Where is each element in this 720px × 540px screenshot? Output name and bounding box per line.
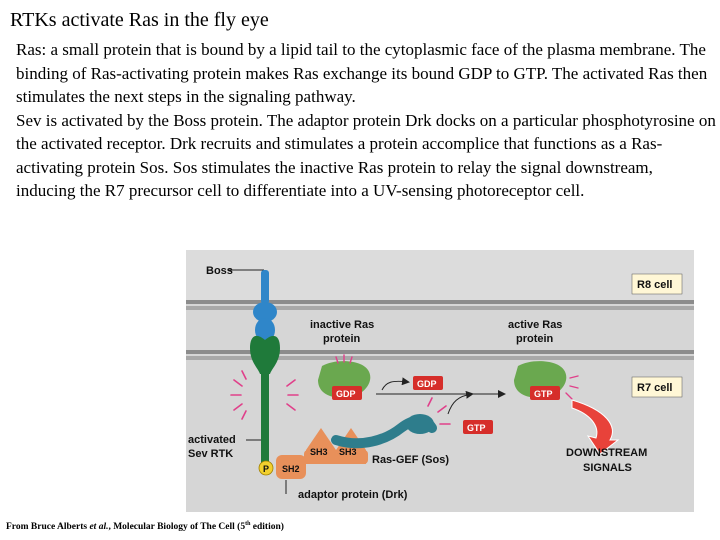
inactive-ras-activation-ticks xyxy=(335,354,353,364)
sos-activation-ticks xyxy=(427,397,451,425)
sh3-label-a: SH3 xyxy=(310,447,328,457)
boss-label: Boss xyxy=(206,265,233,277)
r8-membrane xyxy=(186,300,694,310)
inactive-ras-label-line2: protein xyxy=(323,333,361,345)
citation-prefix: From Bruce Alberts xyxy=(6,522,90,533)
sev-activation-paragraph: Sev is activated by the Boss protein. Th… xyxy=(16,110,716,201)
active-ras-label-line1: active Ras xyxy=(508,319,562,331)
gdp-released-label: GDP xyxy=(417,379,437,389)
activated-sev-label-line1: activated xyxy=(188,434,236,446)
gtp-incoming-badge xyxy=(463,420,493,434)
citation-etal: et al. xyxy=(89,522,109,533)
activated-sev-label-line2: Sev RTK xyxy=(188,448,233,460)
receptor-activation-ticks xyxy=(230,370,299,420)
gdp-bound-label: GDP xyxy=(336,389,356,399)
citation-sup: th xyxy=(245,521,251,527)
figure-citation: From Bruce Alberts et al., Molecular Bio… xyxy=(6,518,284,533)
sev-receptor xyxy=(250,335,280,465)
gtp-bind-arrow xyxy=(447,390,474,415)
active-ras-activation-ticks xyxy=(565,375,579,400)
slide-title: RTKs activate Ras in the fly eye xyxy=(10,9,269,31)
downstream-label-line2: SIGNALS xyxy=(583,462,632,474)
citation-middle: , Molecular Biology of The Cell (5 xyxy=(108,522,246,533)
ras-pathway-figure: Boss activated Sev RTK P xyxy=(186,250,694,512)
r8-cell-label: R8 cell xyxy=(637,279,672,291)
adaptor-protein-drk xyxy=(276,428,368,479)
r7-cell-label: R7 cell xyxy=(637,382,672,394)
adaptor-label: adaptor protein (Drk) xyxy=(298,489,408,501)
downstream-label-line1: DOWNSTREAM xyxy=(566,447,647,459)
downstream-arrow xyxy=(571,399,620,455)
gdp-bound-badge xyxy=(332,386,362,400)
phospho-label: P xyxy=(263,464,269,474)
gtp-incoming-label: GTP xyxy=(467,423,486,433)
r7-cell-box xyxy=(631,376,683,398)
inactive-ras-label-line1: inactive Ras xyxy=(310,319,374,331)
ras-description-paragraph: Ras: a small protein that is bound by a … xyxy=(16,40,708,106)
gdp-released-badge xyxy=(413,376,443,390)
r8-cell-region xyxy=(186,250,694,300)
active-ras-label-line2: protein xyxy=(516,333,554,345)
phosphotyrosine xyxy=(258,460,274,476)
gtp-bound-badge xyxy=(530,386,560,400)
r8-cell-box xyxy=(631,273,683,295)
slide-body-text: Ras: a small protein that is bound by a … xyxy=(16,38,716,203)
sh3-label-b: SH3 xyxy=(339,447,357,457)
r7-membrane xyxy=(186,350,694,360)
gtp-bound-label: GTP xyxy=(534,389,553,399)
gdp-release-arrow xyxy=(381,377,410,391)
citation-suffix: edition) xyxy=(250,522,284,533)
sh2-label: SH2 xyxy=(282,464,300,474)
ras-gef-label: Ras-GEF (Sos) xyxy=(372,454,449,466)
